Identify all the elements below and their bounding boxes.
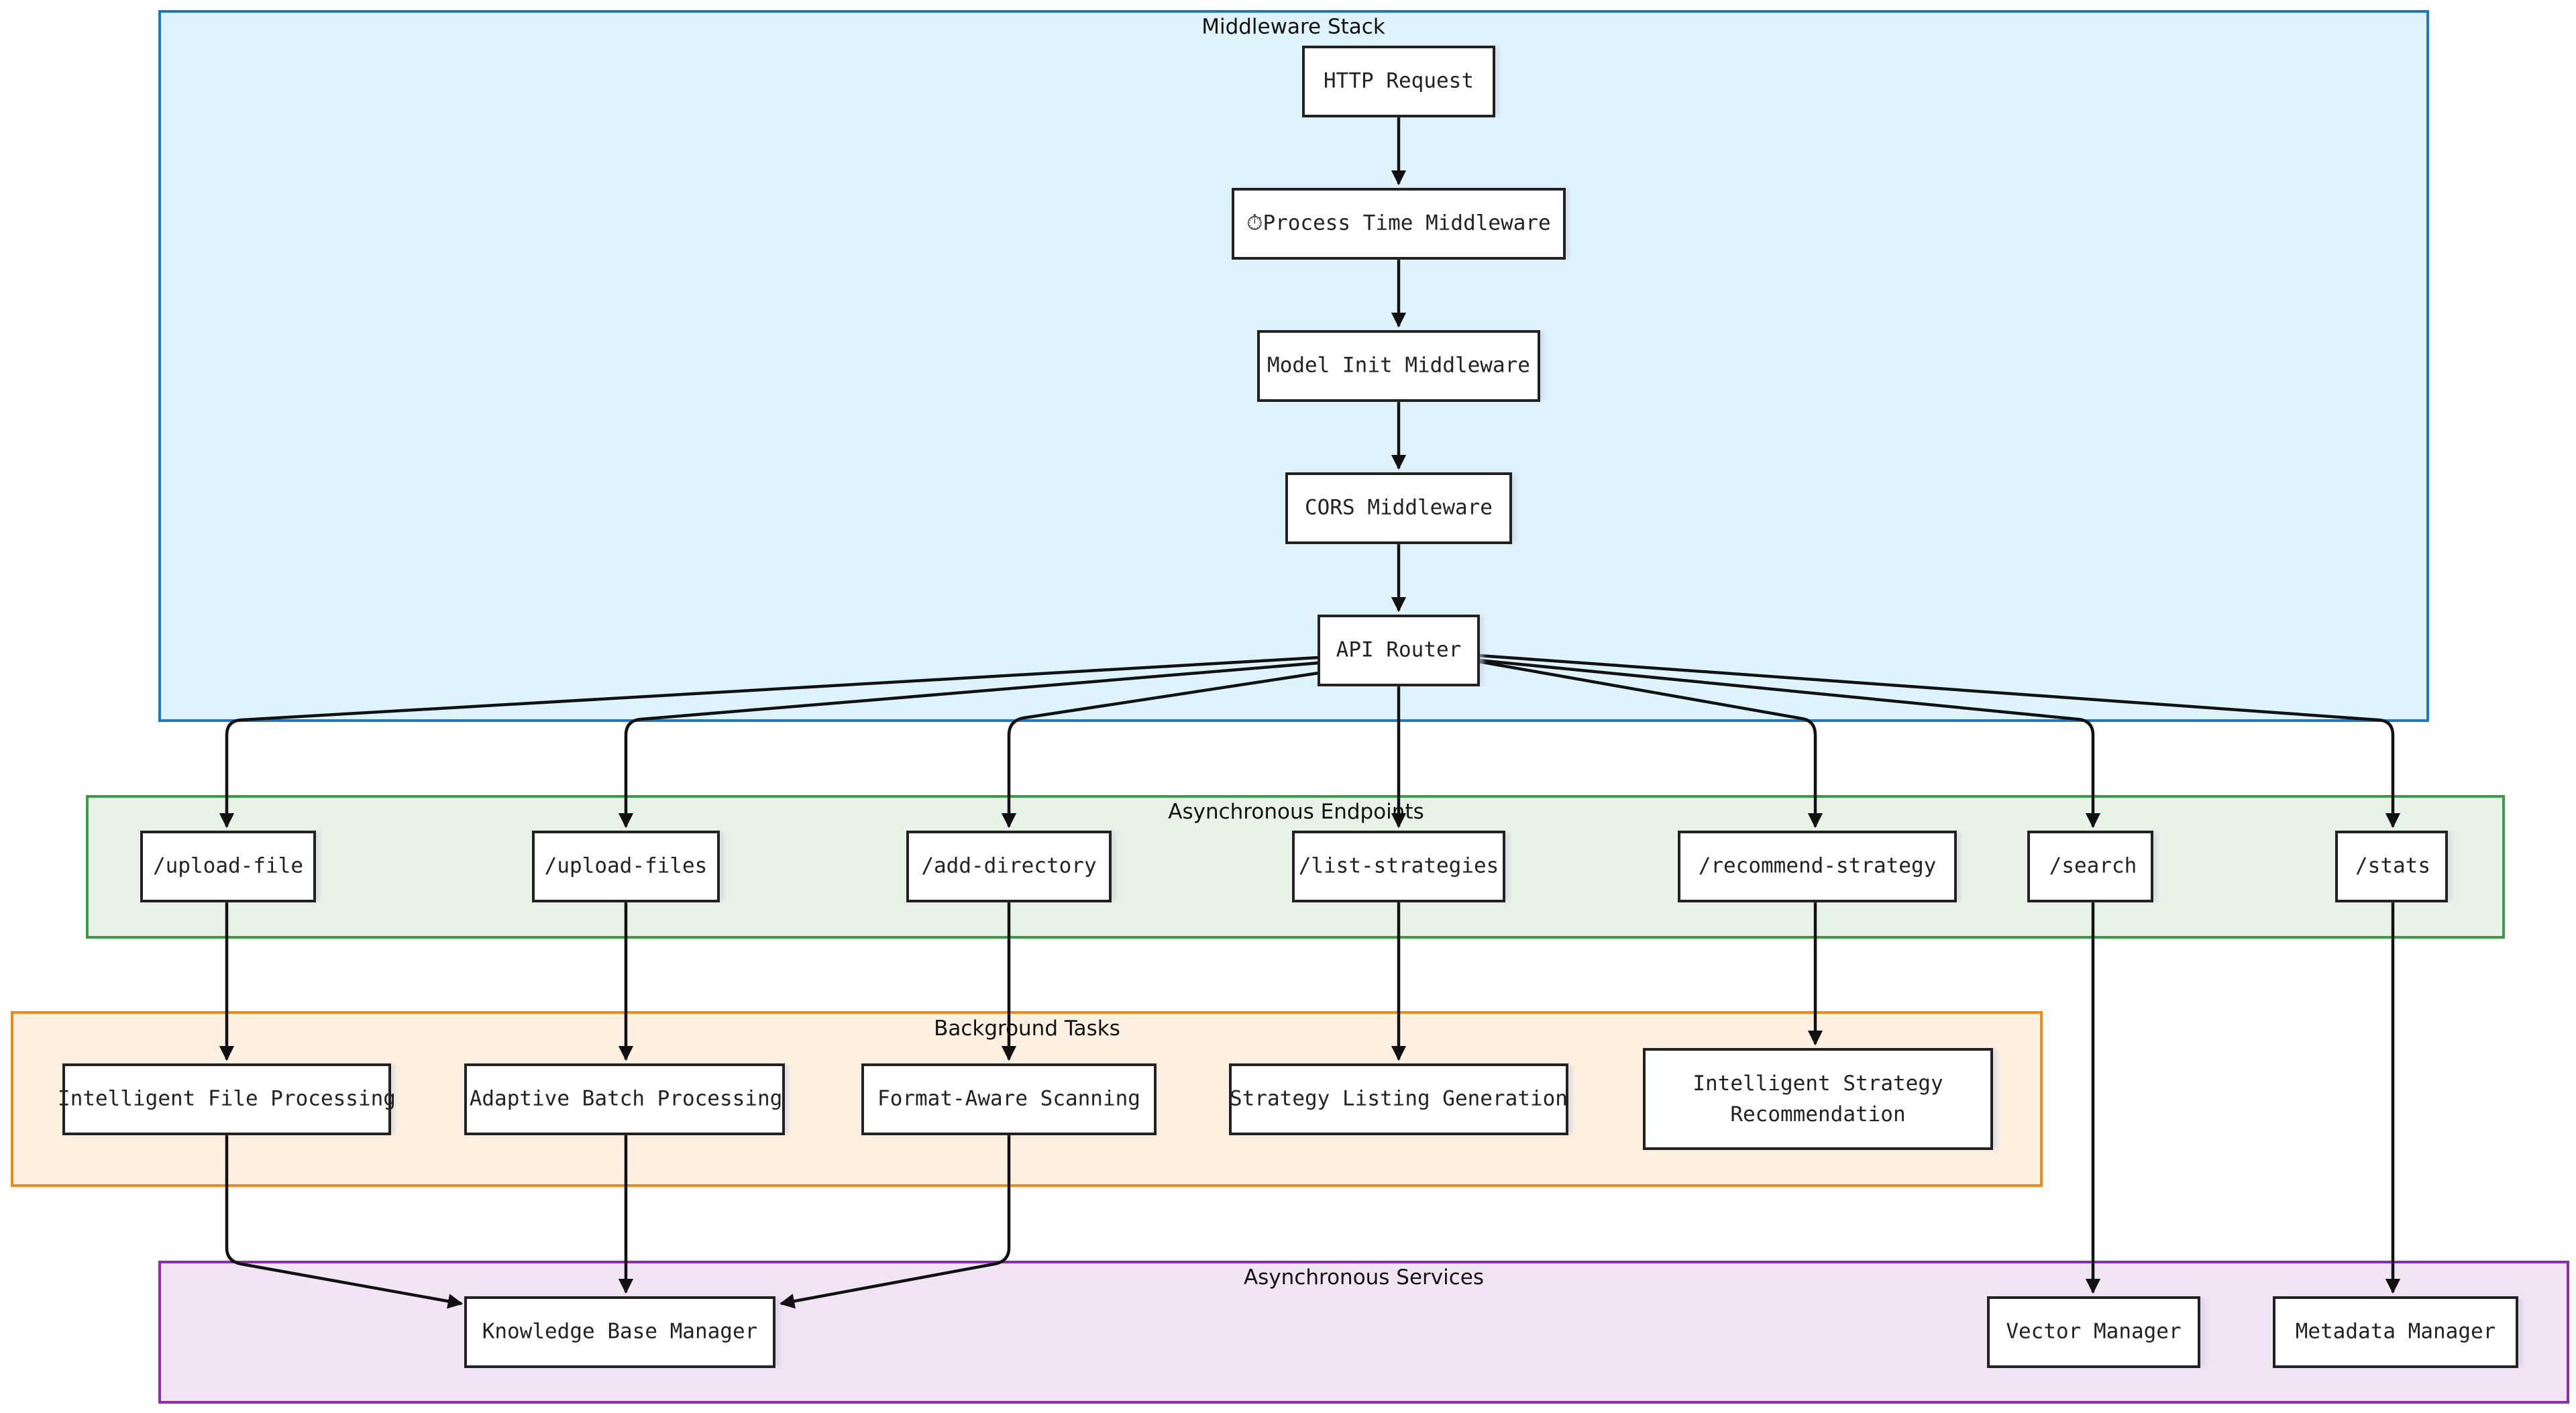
- node-http-request: HTTP Request: [1302, 46, 1499, 117]
- node-label: /upload-files: [545, 854, 708, 878]
- edge-file-processing-to-knowledge-base: [225, 1134, 464, 1309]
- node-label: /add-directory: [921, 854, 1096, 878]
- node-stats: /stats: [2335, 831, 2452, 902]
- node-label: Model Init Middleware: [1267, 354, 1530, 378]
- node-strategy-listing-generation: Strategy Listing Generation: [1229, 1063, 1572, 1135]
- node-upload-files: /upload-files: [532, 831, 724, 902]
- node-adaptive-batch-processing: Adaptive Batch Processing: [464, 1063, 789, 1135]
- edge-router-to-add-directory: [1001, 671, 1320, 829]
- node-vector-manager: Vector Manager: [1987, 1296, 2204, 1368]
- node-intelligent-strategy-recommendation: Intelligent Strategy Recommendation: [1643, 1048, 1997, 1150]
- node-process-time-middleware: ⏱Process Time Middleware: [1232, 188, 1570, 260]
- node-label: Metadata Manager: [2296, 1320, 2496, 1344]
- node-label: HTTP Request: [1324, 69, 1474, 93]
- node-label: Vector Manager: [2006, 1320, 2181, 1344]
- group-title-middleware-stack: Middleware Stack: [1201, 15, 1385, 39]
- node-format-aware-scanning: Format-Aware Scanning: [861, 1063, 1157, 1135]
- node-recommend-strategy: /recommend-strategy: [1678, 831, 1961, 902]
- group-title-background-tasks: Background Tasks: [934, 1016, 1120, 1041]
- edge-router-to-upload-files: [618, 661, 1320, 829]
- node-label: /stats: [2355, 854, 2430, 878]
- node-label: API Router: [1336, 638, 1462, 662]
- node-api-router: API Router: [1318, 615, 1484, 686]
- node-knowledge-base-manager: Knowledge Base Manager: [464, 1296, 780, 1368]
- node-metadata-manager: Metadata Manager: [2273, 1296, 2522, 1368]
- node-label: /upload-file: [153, 854, 303, 878]
- group-title-asynchronous-services: Asynchronous Services: [1244, 1265, 1484, 1290]
- node-label: Intelligent File Processing: [58, 1087, 396, 1111]
- node-label: Knowledge Base Manager: [482, 1320, 758, 1344]
- group-title-asynchronous-endpoints: Asynchronous Endpoints: [1168, 800, 1424, 824]
- node-label: CORS Middleware: [1305, 496, 1493, 520]
- node-add-directory: /add-directory: [906, 831, 1116, 902]
- node-label: ⏱Process Time Middleware: [1246, 211, 1550, 235]
- node-upload-file: /upload-file: [140, 831, 320, 902]
- node-model-init-middleware: Model Init Middleware: [1257, 330, 1544, 402]
- edges: [219, 116, 2401, 1309]
- edge-router-to-recommend-strategy: [1478, 660, 1823, 829]
- edge-router-to-stats: [1478, 653, 2401, 829]
- node-intelligent-file-processing: Intelligent File Processing: [58, 1063, 396, 1135]
- node-search: /search: [2027, 831, 2157, 902]
- edge-router-to-search: [1478, 658, 2101, 829]
- node-label: /list-strategies: [1299, 854, 1499, 878]
- node-list-strategies: /list-strategies: [1292, 831, 1509, 902]
- edge-scanning-to-knowledge-base: [779, 1134, 1011, 1309]
- node-label: Intelligent Strategy Recommendation: [1693, 1071, 1943, 1127]
- node-label: /search: [2049, 854, 2137, 878]
- node-label: /recommend-strategy: [1699, 854, 1937, 878]
- node-label: Adaptive Batch Processing: [470, 1087, 783, 1111]
- edge-router-to-upload-file: [219, 656, 1320, 829]
- node-cors-middleware: CORS Middleware: [1285, 472, 1516, 544]
- node-label: Strategy Listing Generation: [1230, 1087, 1568, 1111]
- node-label: Format-Aware Scanning: [877, 1087, 1140, 1111]
